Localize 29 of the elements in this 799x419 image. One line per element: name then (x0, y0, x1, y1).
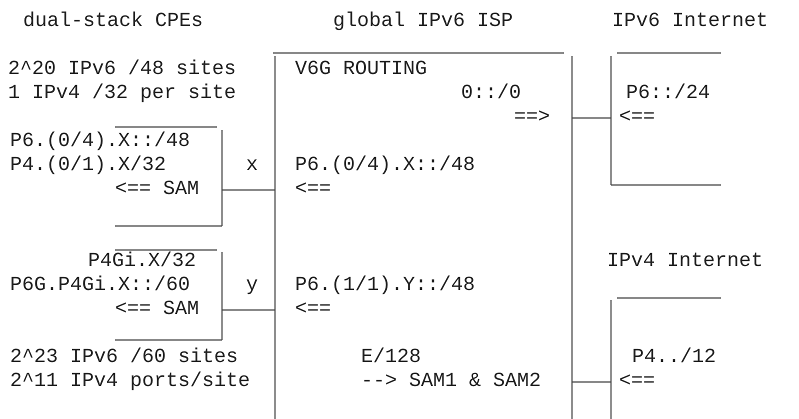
route-arrow-text: <== (619, 106, 656, 130)
site-count-text: 2^20 IPv6 /48 sites (8, 58, 236, 82)
routing-heading: V6G ROUTING (295, 58, 428, 82)
site-count-text: 2^11 IPv4 ports/site (10, 370, 250, 394)
route-arrow-text: ==> (514, 106, 550, 130)
column-heading: global IPv6 ISP (333, 10, 514, 34)
mapping-arrow-text: --> SAM1 & SAM2 (361, 370, 542, 394)
route-arrow-text: <== (295, 178, 332, 202)
prefix-label: 0::/0 (461, 82, 522, 106)
site-count-text: 2^23 IPv6 /60 sites (10, 346, 238, 370)
route-arrow-text: <== (295, 298, 332, 322)
prefix-label: E/128 (361, 346, 422, 370)
site-count-text: 1 IPv4 /32 per site (8, 82, 236, 106)
prefix-label: P6::/24 (626, 82, 710, 106)
prefix-label: P6.(1/1).Y::/48 (295, 274, 476, 298)
prefix-label: P6G.P4Gi.X::/60 (10, 274, 190, 298)
mapping-arrow-text: <== SAM (115, 178, 200, 202)
link-label: x (246, 154, 258, 178)
prefix-label: P4../12 (632, 346, 716, 370)
column-heading: IPv6 Internet (612, 10, 768, 34)
link-label: y (246, 274, 258, 298)
route-arrow-text: <== (619, 370, 656, 394)
prefix-label: P4.(0/1).X/32 (10, 154, 166, 178)
mapping-arrow-text: <== SAM (115, 298, 200, 322)
prefix-label: P6.(0/4).X::/48 (295, 154, 476, 178)
prefix-label: P6.(0/4).X::/48 (10, 130, 190, 154)
column-heading: IPv4 Internet (607, 250, 764, 274)
prefix-label: P4Gi.X/32 (88, 250, 196, 274)
column-heading: dual-stack CPEs (23, 10, 204, 34)
